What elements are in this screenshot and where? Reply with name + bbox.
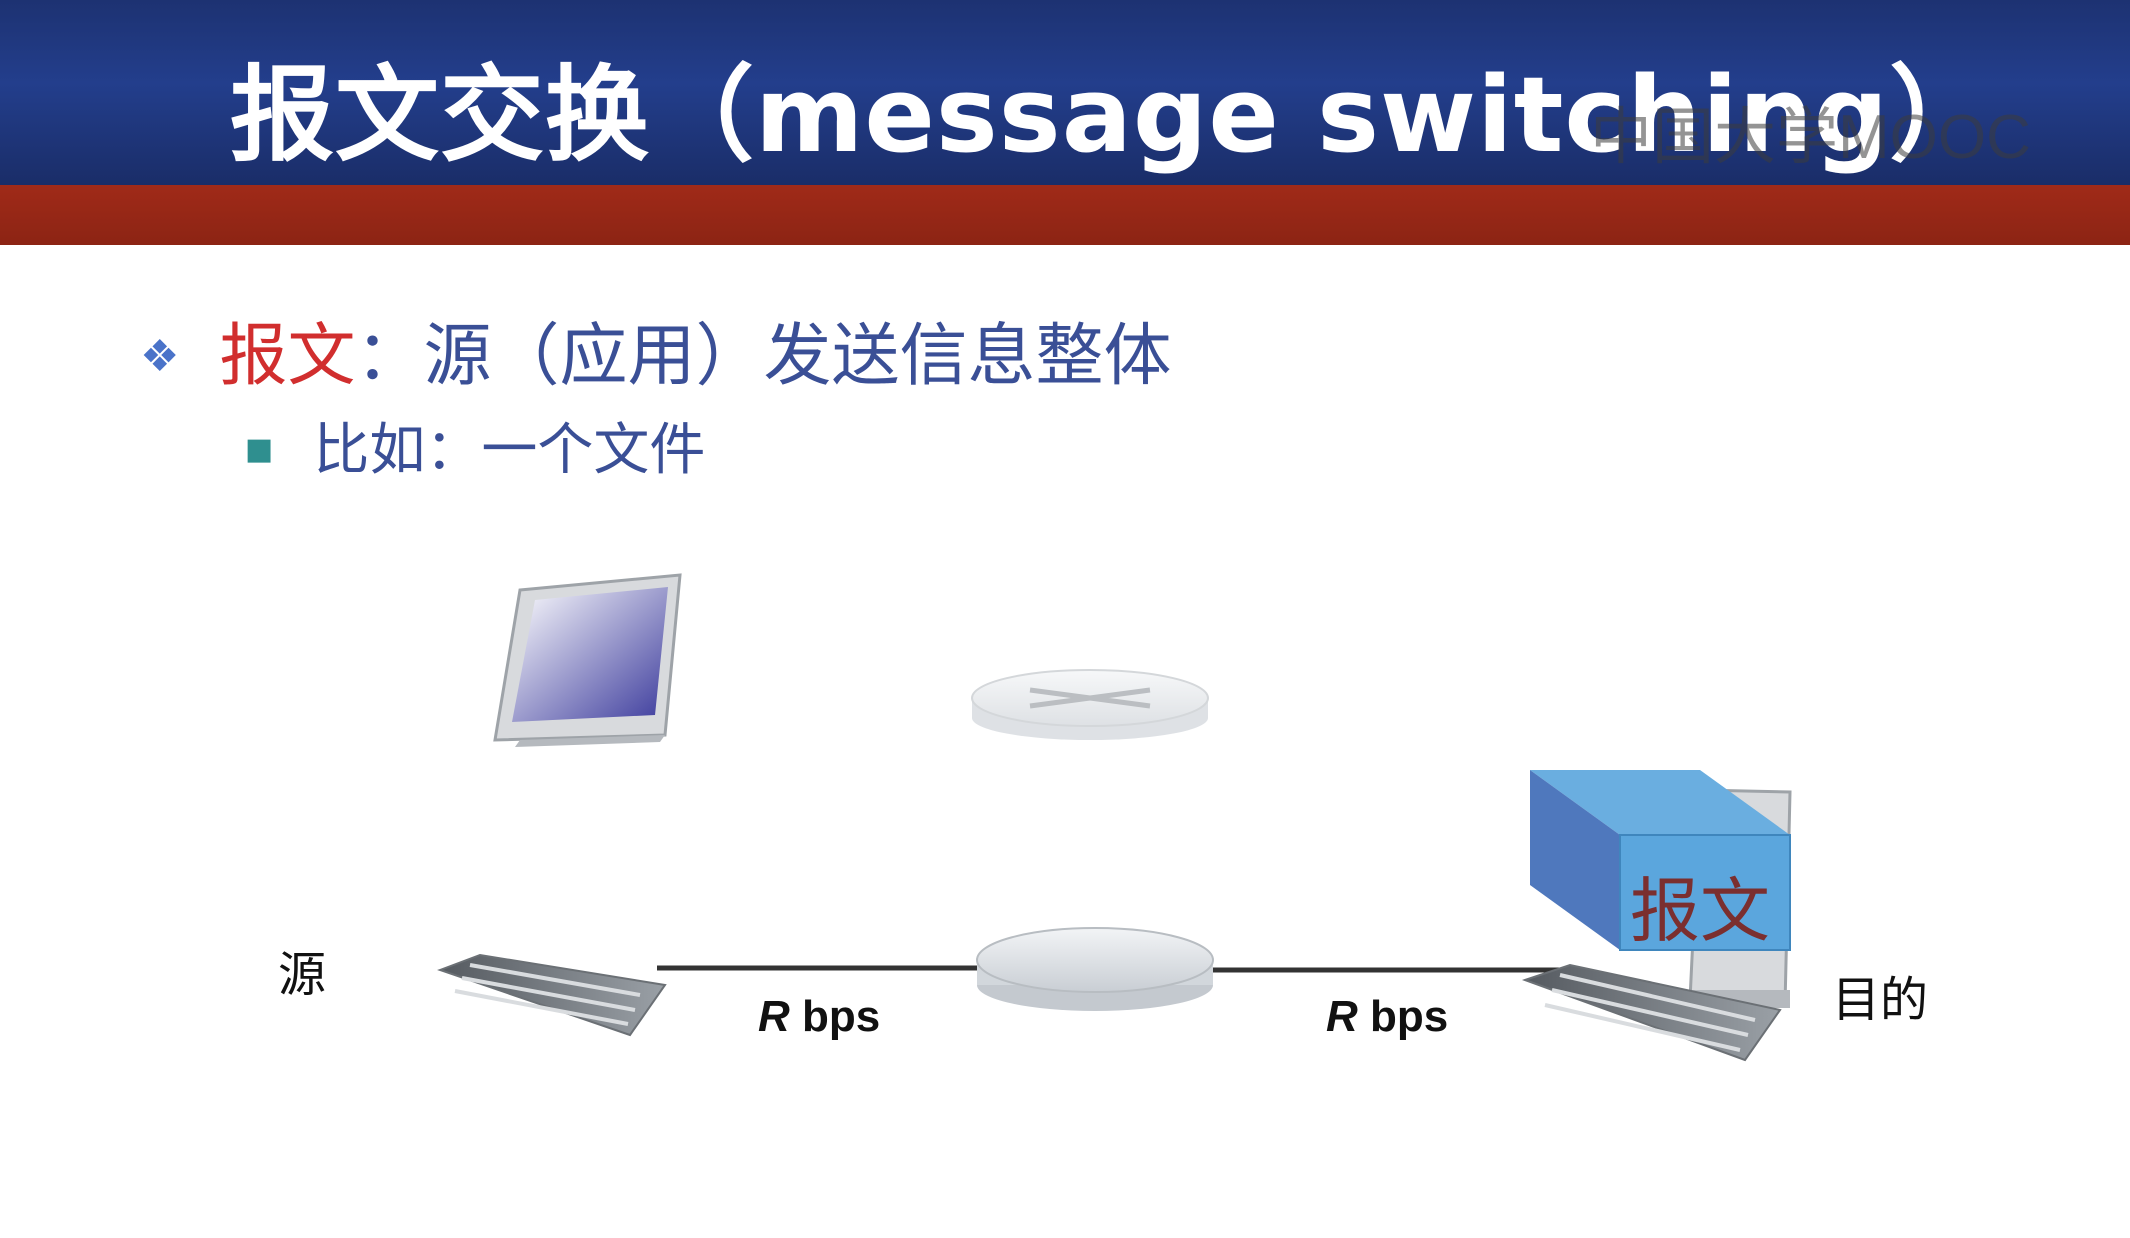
link-left-rate: R bps xyxy=(758,992,880,1042)
slide-header xyxy=(0,0,2130,185)
slide-title: 报文交换（message switching） xyxy=(230,54,1995,176)
watermark-logo: 中国大学MOOC xyxy=(1590,103,2031,172)
router-icon xyxy=(971,669,1209,740)
link-right-rate: R bps xyxy=(1326,992,1448,1042)
link-left-rate-unit: bps xyxy=(789,992,881,1041)
message-block-icon xyxy=(1530,770,1791,951)
link-right-rate-symbol: R xyxy=(1326,992,1358,1041)
link-left-rate-symbol: R xyxy=(758,992,790,1041)
message-block-label: 报文 xyxy=(1630,870,1770,952)
destination-label: 目的 xyxy=(1832,972,1929,1028)
source-label: 源 xyxy=(278,947,327,1003)
source-monitor-icon xyxy=(493,573,682,747)
bullet-example: 比如：一个文件 xyxy=(313,418,706,483)
link-right-rate-unit: bps xyxy=(1357,992,1449,1041)
source-keyboard-icon xyxy=(437,953,667,1037)
square-bullet-icon: ■ xyxy=(245,432,274,467)
slide-header-band xyxy=(0,185,2130,245)
destination-keyboard-icon xyxy=(1521,963,1782,1062)
bullet-level1: ❖ 报文：源（应用）发送信息整体 xyxy=(140,300,1171,399)
bullet-definition: ：源（应用）发送信息整体 xyxy=(355,317,1172,396)
diamond-bullet-icon: ❖ xyxy=(140,331,180,382)
bullet-term: 报文 xyxy=(219,317,356,396)
bullet-level2: ■ 比如：一个文件 xyxy=(245,405,705,486)
switch-icon xyxy=(976,927,1214,1011)
